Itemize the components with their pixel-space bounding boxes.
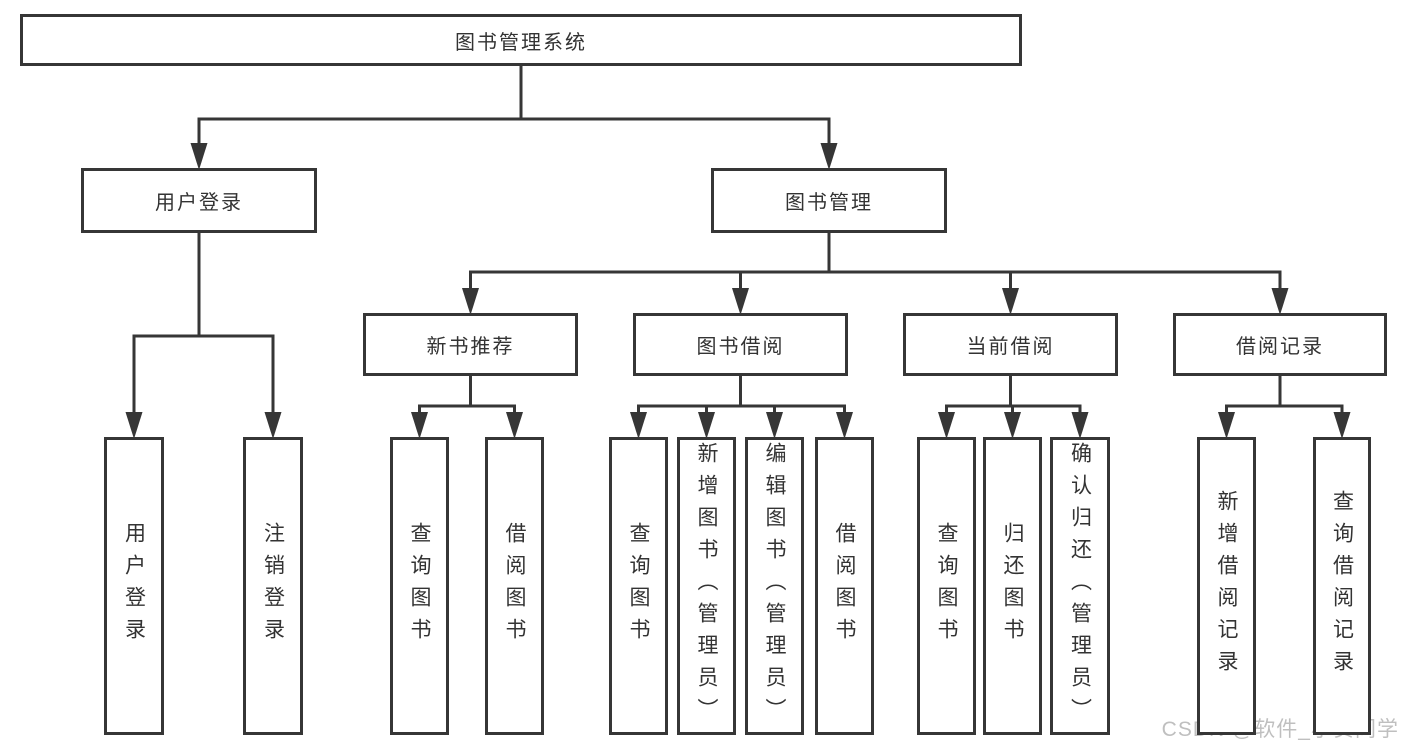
node-label-root: 图书管理系统: [455, 31, 587, 54]
node-c-query: 查询图书: [917, 437, 976, 735]
node-label-logout: 注销登录: [261, 522, 285, 650]
edges-from-login: [125, 233, 282, 439]
node-nb-query: 查询图书: [390, 437, 449, 735]
node-nb-borrow: 借阅图书: [485, 437, 544, 735]
node-label-c-query: 查询图书: [935, 522, 958, 650]
node-borrow: 图书借阅: [633, 313, 848, 376]
node-label-nb-borrow: 借阅图书: [503, 522, 526, 650]
edges-from-borrow: [630, 376, 853, 439]
edges-from-mgmt: [462, 233, 1289, 315]
edges-from-newbook: [411, 376, 523, 439]
node-current: 当前借阅: [903, 313, 1118, 376]
node-b-borrow: 借阅图书: [815, 437, 874, 735]
node-login: 用户登录: [81, 168, 317, 233]
node-b-add: 新增图书（管理员）: [677, 437, 736, 735]
node-b-edit: 编辑图书（管理员）: [745, 437, 804, 735]
edges-from-root: [190, 66, 838, 170]
node-user-login: 用户登录: [104, 437, 164, 735]
node-c-confirm: 确认归还（管理员）: [1050, 437, 1110, 735]
edges-from-records: [1218, 376, 1351, 439]
node-label-c-confirm: 确认归还（管理员）: [1068, 442, 1092, 730]
node-label-newbook: 新书推荐: [426, 336, 515, 358]
node-label-b-query: 查询图书: [627, 522, 650, 650]
node-label-current: 当前借阅: [966, 336, 1055, 358]
node-label-borrow: 图书借阅: [696, 336, 785, 358]
node-mgmt: 图书管理: [711, 168, 947, 233]
node-label-b-edit: 编辑图书（管理员）: [763, 442, 786, 730]
node-root: 图书管理系统: [20, 14, 1022, 66]
node-label-r-add: 新增借阅记录: [1215, 490, 1238, 682]
node-label-b-borrow: 借阅图书: [833, 522, 856, 650]
node-c-return: 归还图书: [983, 437, 1042, 735]
node-label-mgmt: 图书管理: [785, 192, 873, 214]
node-b-query: 查询图书: [609, 437, 668, 735]
node-label-records: 借阅记录: [1236, 336, 1324, 358]
node-label-b-add: 新增图书（管理员）: [695, 442, 718, 730]
node-label-c-return: 归还图书: [1001, 522, 1024, 650]
node-label-r-query: 查询借阅记录: [1330, 490, 1354, 682]
node-r-query: 查询借阅记录: [1313, 437, 1371, 735]
node-label-login: 用户登录: [155, 192, 243, 214]
node-records: 借阅记录: [1173, 313, 1387, 376]
edges-from-current: [938, 376, 1089, 439]
node-logout: 注销登录: [243, 437, 303, 735]
node-label-user-login: 用户登录: [122, 522, 146, 650]
node-newbook: 新书推荐: [363, 313, 578, 376]
node-label-nb-query: 查询图书: [408, 522, 431, 650]
node-r-add: 新增借阅记录: [1197, 437, 1256, 735]
